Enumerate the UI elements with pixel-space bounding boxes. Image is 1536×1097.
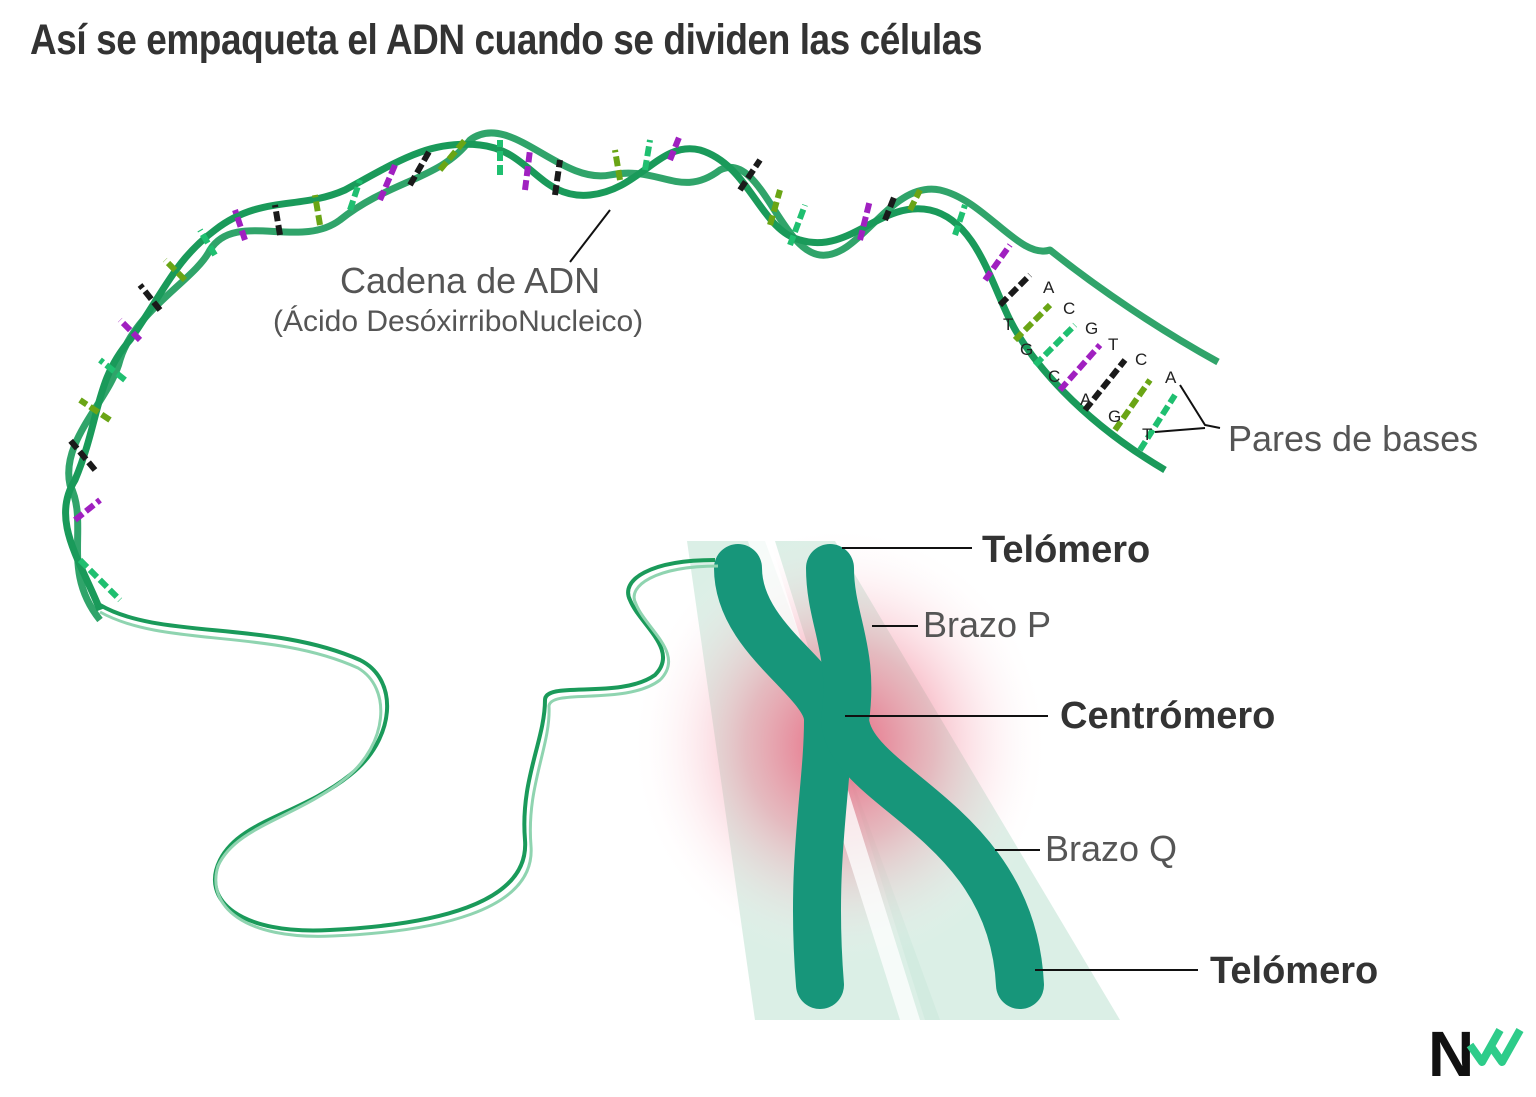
base-pair-rung (117, 317, 143, 343)
base-pair-rung (1082, 358, 1128, 412)
base-letter-t1: T (1108, 335, 1118, 354)
label-telomere-bottom: Telómero (1210, 950, 1378, 992)
base-letter-t3: T (1142, 425, 1152, 444)
base-pair-rung (197, 228, 218, 257)
base-pair-rung (377, 163, 398, 202)
base-letter-t2: T (1003, 315, 1013, 334)
base-pair-rungs (67, 133, 1178, 603)
base-pair-rung (612, 149, 623, 181)
label-centromere: Centrómero (1060, 695, 1275, 737)
base-pair-rung (667, 133, 683, 162)
base-pair-rung (552, 159, 563, 196)
base-pair-rung (1112, 378, 1153, 432)
base-letter-g1: G (1085, 319, 1098, 338)
base-letter-a2: A (1165, 368, 1177, 387)
base-pair-rung (137, 283, 163, 312)
labels: Cadena de ADN (Ácido DesóxirriboNucleico… (273, 260, 1478, 992)
brand-logo: N (1428, 1018, 1524, 1090)
base-pair-rung (857, 199, 873, 241)
base-pair-rung (737, 158, 763, 192)
base-pair-rung (73, 497, 102, 523)
base-pair-rung (312, 194, 323, 226)
base-pair-rung (997, 272, 1033, 308)
dna-helix (62, 129, 1220, 623)
label-dna-chain-full: (Ácido DesóxirriboNucleico) (273, 305, 643, 338)
label-arm-p: Brazo P (923, 604, 1051, 645)
label-dna-chain: Cadena de ADN (340, 260, 600, 301)
logo-letter: N (1428, 1018, 1474, 1090)
base-pair-rung (232, 209, 248, 241)
chromosome (630, 525, 1120, 1020)
chromatid-right (806, 544, 1044, 1009)
base-pair-rung (78, 397, 112, 423)
dna-coil-thin (98, 558, 719, 938)
base-pair-rung (437, 138, 468, 172)
base-pair-rung (77, 557, 123, 603)
leader-lines (569, 209, 1221, 971)
dna-thin-strand-b (99, 564, 719, 938)
logo-check-icon (1466, 1028, 1524, 1066)
base-letter-a3: A (1080, 390, 1092, 409)
base-pair-rung (1137, 393, 1178, 452)
base-letter-a1: A (1043, 278, 1055, 297)
helix-strand-front (65, 129, 1220, 623)
base-pair-rung (982, 243, 1013, 282)
label-base-pairs: Pares de bases (1228, 418, 1478, 459)
base-pair-rung (1057, 343, 1103, 392)
leader-base-pairs (1154, 384, 1221, 433)
base-letter-g3: G (1108, 407, 1121, 426)
base-letter-g2: G (1020, 340, 1033, 359)
base-pair-rung (347, 179, 363, 211)
base-letter-c3: C (1048, 367, 1060, 386)
base-pair-rung (767, 189, 783, 226)
base-pair-rung (67, 438, 98, 472)
base-letters: A C G T C A T G C A G T (1003, 278, 1177, 444)
base-pair-rung (642, 139, 653, 171)
base-pair-rung (272, 204, 283, 236)
base-pair-rung (907, 188, 923, 212)
base-letter-c2: C (1135, 350, 1147, 369)
base-pair-rung (522, 149, 533, 191)
base-letter-c1: C (1063, 299, 1075, 318)
base-pair-rung (787, 203, 808, 247)
base-pair-rung (882, 193, 898, 222)
base-pair-rung (162, 257, 188, 283)
base-pair-rung (1032, 322, 1078, 368)
dna-thin-strand-a (98, 558, 716, 933)
base-pair-rung (1012, 302, 1053, 343)
page-title: Así se empaqueta el ADN cuando se divide… (30, 16, 983, 64)
leader-dna-chain (569, 209, 611, 263)
base-pair-rung (407, 148, 433, 187)
label-arm-q: Brazo Q (1045, 828, 1177, 869)
base-pair-rung (98, 357, 127, 383)
label-telomere-top: Telómero (982, 529, 1150, 571)
base-pair-rung (952, 204, 968, 236)
